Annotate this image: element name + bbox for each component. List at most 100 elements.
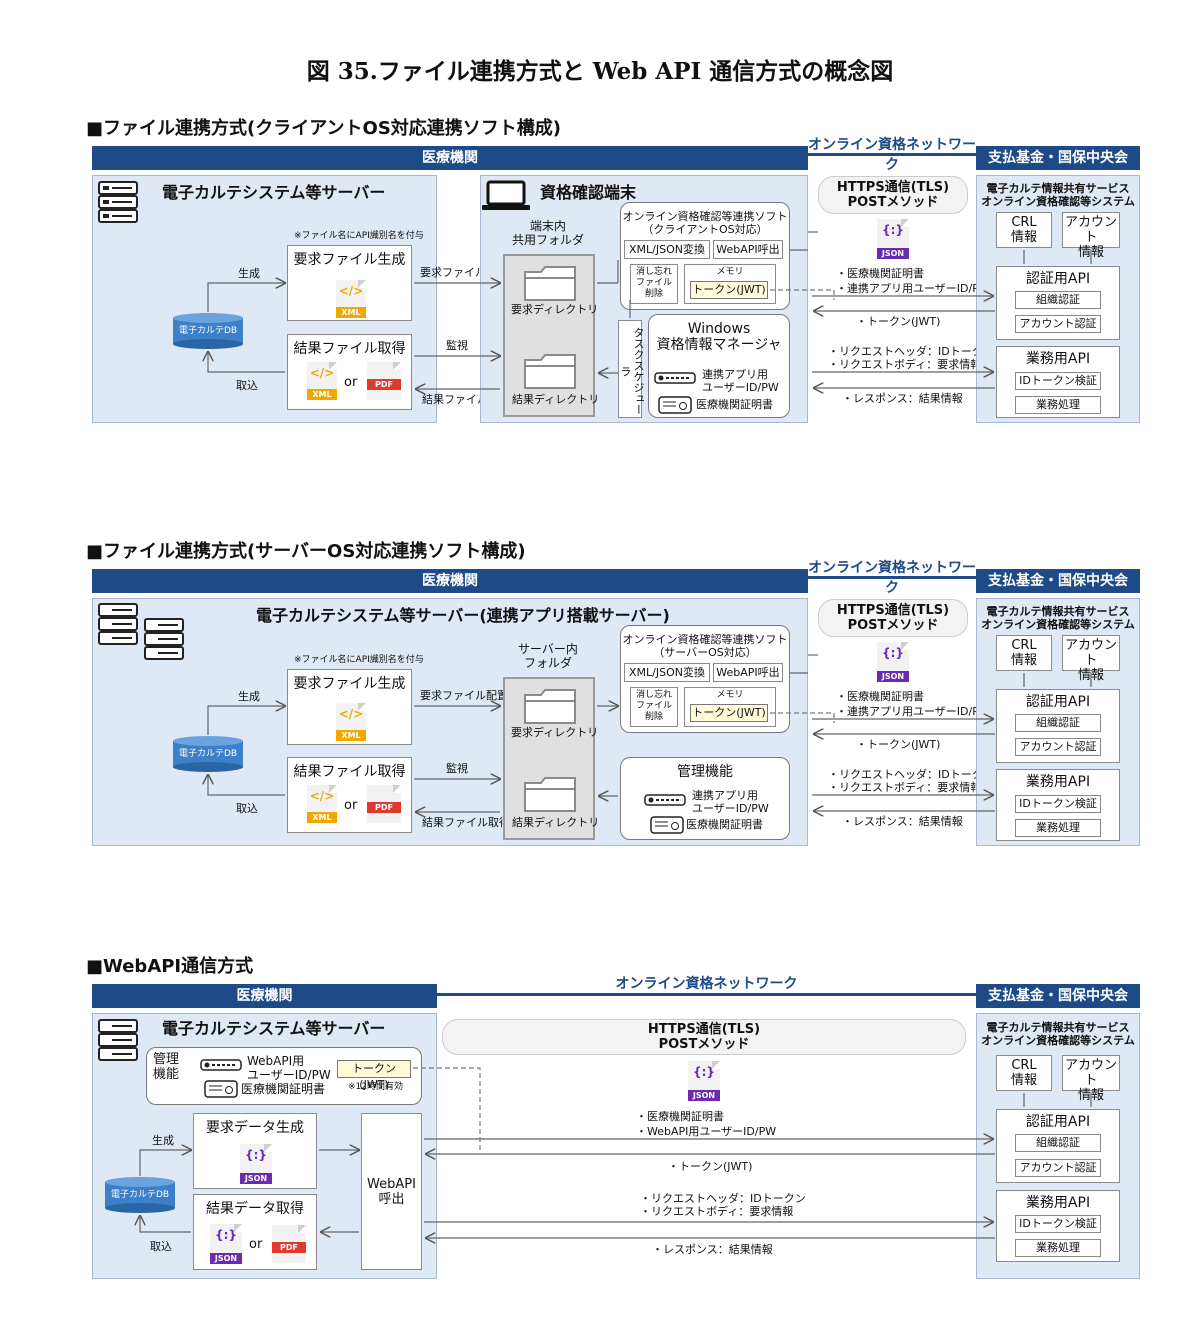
server-icon [98, 603, 188, 661]
certificate-card-icon [658, 396, 692, 414]
valid-note: ※12時間有効 [348, 1082, 403, 1092]
msg-token: ・トークン(JWT) [856, 738, 941, 751]
pdf-file-icon: PDF [367, 362, 401, 400]
page-title: 図 35.ファイル連携方式と Web API 通信方式の概念図 [306, 58, 894, 85]
or-label: or [249, 1237, 263, 1252]
watch-label: 監視 [446, 339, 468, 352]
folder-icon [523, 775, 577, 817]
medical-institution-bar: 医療機関 [92, 984, 437, 1008]
shared-folder-label: 端末内共用フォルダ [511, 219, 584, 247]
https-banner: HTTPS通信(TLS) POSTメソッド [818, 599, 968, 637]
import-label: 取込 [236, 379, 258, 392]
cert-label: 医療機関証明書 [241, 1082, 326, 1096]
id-token-verify-box: IDトークン検証 [1015, 1215, 1101, 1233]
msg-response: ・レスポンス：結果情報 [842, 392, 963, 405]
section2-heading: ■ファイル連携方式(サーバーOS対応連携ソフト構成) [86, 541, 526, 562]
msg-cert: ・医療機関証明書 [836, 267, 924, 280]
msg-user: ・WebAPI用ユーザーID/PW [636, 1125, 777, 1138]
org-auth-box: 組織認証 [1015, 291, 1101, 309]
network-line [808, 576, 976, 579]
json-file-icon: {:}JSON [877, 219, 909, 259]
msg-header: ・リクエストヘッダ：IDトークン [828, 345, 994, 358]
https-banner: HTTPS通信(TLS) POSTメソッド [818, 176, 968, 214]
account-info-box: アカウント情報 [1062, 212, 1120, 260]
msg-cert: ・医療機関証明書 [836, 690, 924, 703]
account-auth-box: アカウント認証 [1015, 1159, 1101, 1177]
import-label: 取込 [236, 802, 258, 815]
pdf-file-icon: PDF [272, 1225, 306, 1263]
request-dir-label: 要求ディレクトリ [511, 303, 599, 316]
id-token-verify-box: IDトークン検証 [1015, 795, 1101, 813]
network-label: オンライン資格ネットワーク [808, 560, 976, 596]
or-label: or [344, 375, 358, 390]
filename-note: ※ファイル名にAPI識別名を付与 [294, 231, 424, 241]
xml-json-convert-box: XML/JSON変換 [624, 663, 710, 682]
task-scheduler-box: タスクスケジューラ [618, 320, 645, 418]
https-banner: HTTPS通信(TLS) POSTメソッド [442, 1019, 966, 1055]
network-label: オンライン資格ネットワーク [615, 976, 798, 992]
msg-body: ・リクエストボディ：要求情報 [640, 1205, 794, 1218]
section3-heading: ■WebAPI通信方式 [86, 956, 254, 977]
request-place-label: 要求ファイル配置 [420, 689, 508, 702]
system-label: 電子カルテ情報共有サービスオンライン資格確認等システム [981, 182, 1135, 208]
xml-json-convert-box: XML/JSON変換 [624, 240, 710, 259]
watch-label: 監視 [446, 762, 468, 775]
xml-file-icon: </>XML [307, 785, 337, 823]
network-label: オンライン資格ネットワーク [808, 137, 976, 173]
server-icon [98, 181, 138, 223]
result-get-label: 結果ファイル取得 [422, 816, 510, 829]
certificate-card-icon [650, 816, 684, 834]
xml-file-icon: </>XML [307, 362, 337, 400]
or-label: or [344, 798, 358, 813]
request-dir-label: 要求ディレクトリ [511, 726, 599, 739]
msg-header: ・リクエストヘッダ：IDトークン [640, 1192, 806, 1205]
msg-response: ・レスポンス：結果情報 [652, 1243, 773, 1256]
server-title: 電子カルテシステム等サーバー(連携アプリ搭載サーバー) [256, 606, 670, 625]
msg-user: ・連携アプリ用ユーザーID/PW [836, 705, 990, 718]
business-process-box: 業務処理 [1015, 396, 1101, 414]
cert-label: 医療機関証明書 [686, 818, 763, 831]
msg-header: ・リクエストヘッダ：IDトークン [828, 768, 994, 781]
json-file-icon: {:}JSON [240, 1144, 272, 1184]
xml-file-icon: </>XML [336, 280, 366, 318]
generate-label: 生成 [152, 1134, 174, 1147]
folder-icon [523, 352, 577, 394]
folder-icon [523, 687, 577, 729]
pdf-file-icon: PDF [367, 785, 401, 823]
system-label: 電子カルテ情報共有サービスオンライン資格確認等システム [981, 1021, 1135, 1047]
token-jwt-box: トークン(JWT) [337, 1060, 411, 1091]
key-card-icon [644, 792, 686, 806]
result-dir-label: 結果ディレクトリ [512, 816, 600, 829]
account-auth-box: アカウント認証 [1015, 315, 1101, 333]
fund-bar: 支払基金・国保中央会 [976, 569, 1140, 593]
webapi-cred-label: WebAPI用ユーザーID/PW [247, 1054, 331, 1082]
org-auth-box: 組織認証 [1015, 714, 1101, 732]
webapi-caller-box: WebAPI 呼出 [361, 1113, 422, 1270]
request-file-label: 要求ファイル生成 [293, 252, 406, 268]
msg-user: ・連携アプリ用ユーザーID/PW [836, 282, 990, 295]
network-line [437, 993, 976, 996]
generate-label: 生成 [238, 690, 260, 703]
account-info-box: アカウント情報 [1062, 1055, 1120, 1103]
filename-note: ※ファイル名にAPI識別名を付与 [294, 655, 424, 665]
key-card-icon [200, 1057, 242, 1071]
json-file-icon: {:}JSON [210, 1224, 242, 1264]
section1-heading: ■ファイル連携方式(クライアントOS対応連携ソフト構成) [86, 118, 562, 139]
result-dir-label: 結果ディレクトリ [512, 393, 600, 406]
database-icon: 電子カルテDB [172, 312, 244, 350]
system-label: 電子カルテ情報共有サービスオンライン資格確認等システム [981, 605, 1135, 631]
webapi-call-box: WebAPI呼出 [713, 663, 783, 682]
msg-body: ・リクエストボディ：要求情報 [828, 358, 982, 371]
database-icon: 電子カルテDB [104, 1176, 176, 1214]
business-process-box: 業務処理 [1015, 819, 1101, 837]
account-auth-box: アカウント認証 [1015, 738, 1101, 756]
business-process-box: 業務処理 [1015, 1239, 1101, 1257]
cred-label: 連携アプリ用ユーザーID/PW [692, 789, 769, 815]
database-icon: 電子カルテDB [172, 735, 244, 773]
network-line [808, 153, 976, 156]
msg-response: ・レスポンス：結果情報 [842, 815, 963, 828]
laptop-icon [481, 180, 531, 212]
file-delete-box: 消し忘れファイル削除 [630, 264, 678, 304]
